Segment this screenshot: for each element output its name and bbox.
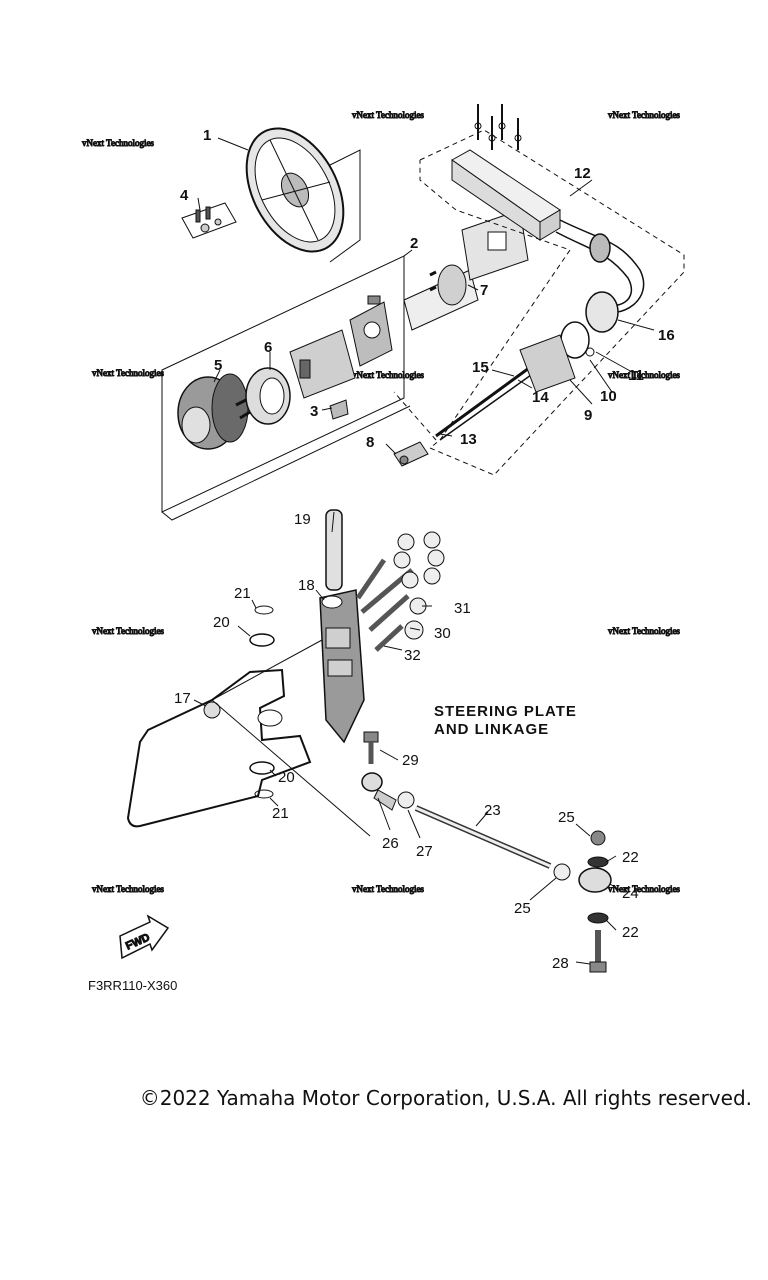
callout-5: 5 (214, 357, 222, 374)
studs (355, 558, 414, 652)
watermark: vNext Technologies (608, 370, 680, 380)
steering-wheel (245, 127, 345, 253)
callout-4: 4 (180, 187, 189, 204)
callout-32: 32 (404, 647, 421, 664)
leader-lines (193, 137, 655, 965)
callout-28: 28 (552, 955, 569, 972)
callout-26: 26 (382, 835, 399, 852)
callout-23: 23 (484, 802, 501, 819)
callout-18: 18 (298, 577, 315, 594)
leader-2 (403, 249, 413, 257)
callout-3: 3 (310, 403, 318, 420)
copyright-notice: ©2022 Yamaha Motor Corporation, U.S.A. A… (139, 1086, 752, 1110)
fwd-arrow: FWD (119, 914, 170, 960)
nuts-washers (393, 531, 445, 640)
rod (325, 509, 343, 591)
watermark: vNext Technologies (92, 368, 164, 378)
diagram-code: F3RR110-X360 (88, 978, 177, 993)
washers-clips (249, 605, 275, 799)
callout-9: 9 (584, 407, 592, 424)
callout-6: 6 (264, 339, 272, 356)
watermark: vNext Technologies (608, 884, 680, 894)
callout-11: 11 (628, 367, 644, 384)
callout-7: 7 (480, 282, 488, 299)
callout-22-top: 22 (622, 849, 639, 866)
callout-17: 17 (174, 690, 191, 707)
helm-panel (161, 255, 405, 513)
cable-end (393, 441, 429, 467)
steering-plate (126, 668, 312, 828)
helm-ring (245, 367, 291, 425)
link-line (211, 699, 371, 837)
watermark: vNext Technologies (608, 626, 680, 636)
callout-24: 24 (622, 885, 639, 902)
top-bolts (474, 104, 522, 150)
callout-21-bottom: 21 (272, 805, 289, 822)
callout-labels: 1 2 3 4 5 6 7 8 9 10 11 12 13 14 15 16 1… (174, 127, 675, 972)
callout-10: 10 (600, 388, 617, 405)
ball-joint (553, 830, 612, 973)
callout-12: 12 (574, 165, 591, 182)
wheel-bracket-line (329, 149, 361, 263)
callout-2: 2 (410, 235, 418, 252)
callout-25-bottom: 25 (514, 900, 531, 917)
callout-14: 14 (532, 389, 549, 406)
helm-drum (177, 373, 249, 450)
hoses (555, 219, 645, 333)
watermarks: vNext Technologies vNext Technologies vN… (82, 110, 681, 895)
enclosure-12 (419, 129, 685, 476)
callout-20-bottom: 20 (278, 769, 295, 786)
helm-panel-edge (161, 405, 411, 521)
callout-16: 16 (658, 327, 675, 344)
callout-1: 1 (203, 127, 211, 144)
bolt-29 (363, 731, 379, 764)
callout-30: 30 (434, 625, 451, 642)
callout-20-top: 20 (213, 614, 230, 631)
bolt-kit (181, 202, 237, 239)
callout-22-bottom: 22 (622, 924, 639, 941)
callout-15: 15 (472, 359, 489, 376)
callout-27: 27 (416, 843, 433, 860)
diagram-title-line-2: AND LINKAGE (434, 721, 549, 738)
tie-rod (414, 805, 552, 869)
callout-19: 19 (294, 511, 311, 528)
callout-29: 29 (402, 752, 419, 769)
watermark: vNext Technologies (352, 110, 424, 120)
steering-arm (319, 589, 365, 744)
leader-12 (569, 179, 593, 197)
steering-cables (435, 334, 576, 441)
watermark: vNext Technologies (82, 138, 154, 148)
watermark: vNext Technologies (92, 626, 164, 636)
callout-13: 13 (460, 431, 477, 448)
helm-mechanism (235, 295, 393, 420)
clip (329, 399, 349, 420)
callout-21-top: 21 (234, 585, 251, 602)
rod-end (361, 772, 415, 811)
helm-cylinder (403, 209, 529, 331)
enclosure-12-edge (393, 391, 437, 441)
control-box (451, 149, 561, 241)
callout-8: 8 (366, 434, 374, 451)
watermark: vNext Technologies (608, 110, 680, 120)
link-line (211, 639, 323, 701)
callout-31: 31 (454, 600, 471, 617)
callout-25-top: 25 (558, 809, 575, 826)
watermark: vNext Technologies (352, 884, 424, 894)
diagram-title-line-1: STEERING PLATE (434, 703, 577, 720)
watermark: vNext Technologies (352, 370, 424, 380)
watermark: vNext Technologies (92, 884, 164, 894)
